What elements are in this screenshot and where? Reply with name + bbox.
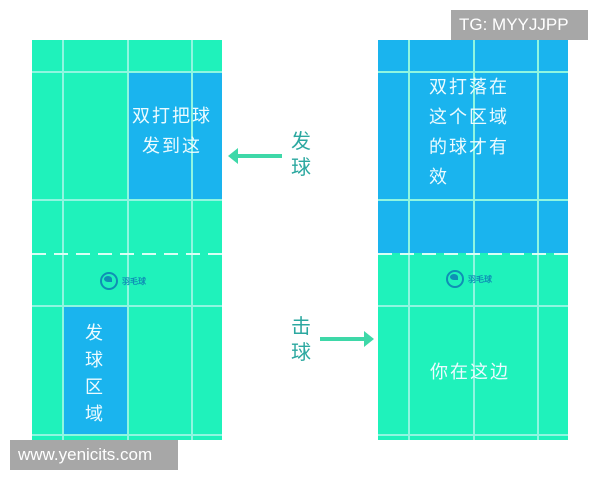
- hit-label: 击 球: [290, 313, 312, 365]
- text-line: 的球才有: [429, 137, 509, 158]
- right-court-diagram: 双打落在 这个区域 的球才有 效 你在这边 羽毛球: [378, 40, 568, 440]
- brand-logo: 羽毛球: [446, 270, 492, 288]
- logo-text: 羽毛球: [468, 274, 492, 284]
- court-line: [378, 199, 568, 201]
- court-line: [32, 199, 222, 201]
- receiver-position-text: 你在这边: [430, 362, 510, 383]
- watermark-bottom-left: www.yenicits.com: [10, 440, 178, 470]
- watermark-top-right: TG: MYYJJPP: [451, 10, 588, 40]
- court-line: [32, 434, 222, 436]
- dolphin-logo-icon: [100, 272, 118, 290]
- logo-text: 羽毛球: [122, 276, 146, 286]
- text-line: 双打把球: [132, 106, 212, 127]
- court-line: [32, 305, 222, 307]
- text-line: 这个区域: [429, 107, 509, 128]
- serving-zone-text: 发 球 区 域: [85, 320, 109, 428]
- court-line: [378, 71, 568, 73]
- label-char: 球: [291, 340, 311, 364]
- court-line: [32, 71, 222, 73]
- court-line: [127, 40, 129, 440]
- text-char: 球: [85, 350, 105, 371]
- valid-zone-text: 双打落在 这个区域 的球才有 效: [429, 73, 509, 193]
- court-line: [473, 40, 475, 440]
- net-line: [32, 253, 222, 255]
- serve-arrow-left-icon: [228, 148, 282, 164]
- brand-logo: 羽毛球: [100, 272, 146, 290]
- doubles-service-target-zone: [128, 72, 222, 200]
- serving-zone: [63, 305, 127, 435]
- serve-label: 发 球: [290, 128, 312, 180]
- net-line: [378, 253, 568, 255]
- court-line: [62, 40, 64, 440]
- text-line: 效: [429, 167, 449, 188]
- dolphin-logo-icon: [446, 270, 464, 288]
- court-line: [378, 434, 568, 436]
- court-line: [408, 40, 410, 440]
- court-line: [537, 40, 539, 440]
- label-char: 发: [291, 129, 311, 153]
- service-target-text: 双打把球 发到这: [132, 102, 212, 162]
- hit-arrow-right-icon: [320, 331, 374, 347]
- court-line: [191, 40, 193, 440]
- text-line: 发到这: [142, 136, 202, 157]
- text-char: 域: [85, 404, 105, 425]
- text-line: 双打落在: [429, 77, 509, 98]
- text-char: 区: [85, 377, 105, 398]
- text-char: 发: [85, 323, 105, 344]
- label-char: 球: [291, 155, 311, 179]
- court-line: [378, 305, 568, 307]
- left-court-diagram: 双打把球 发到这 发 球 区 域 羽毛球: [32, 40, 222, 440]
- label-char: 击: [291, 314, 311, 338]
